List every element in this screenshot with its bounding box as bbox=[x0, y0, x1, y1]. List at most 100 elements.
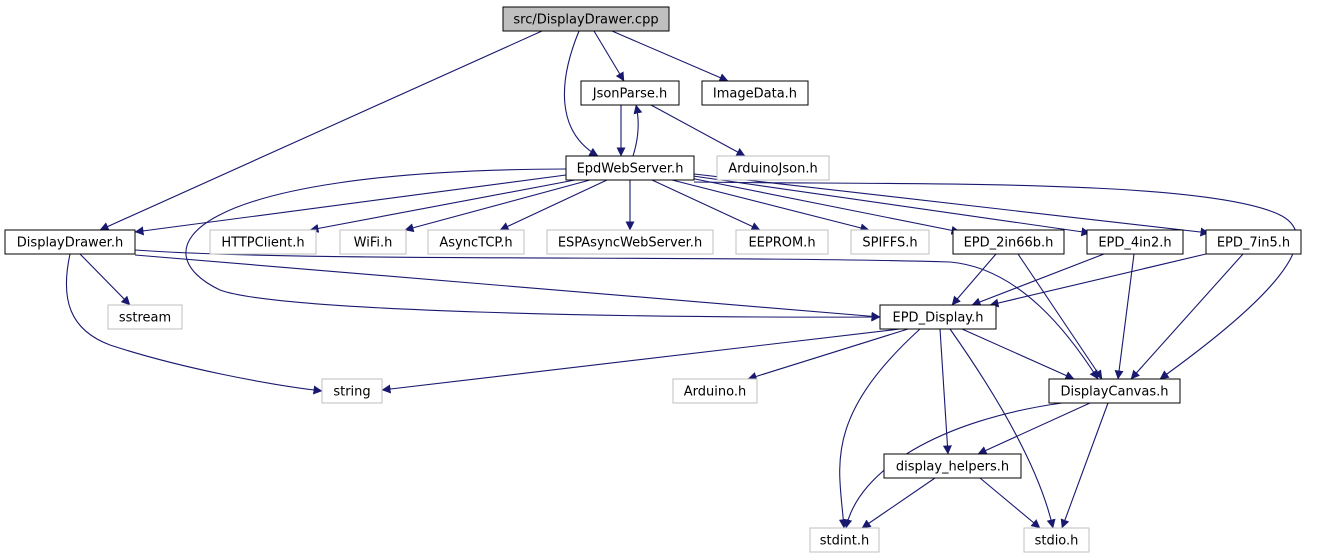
node-box bbox=[1205, 229, 1302, 255]
edge-epdwebserver-to-jsonparse bbox=[632, 104, 643, 157]
node-stdint: stdint.h bbox=[809, 527, 880, 553]
node-box bbox=[879, 304, 997, 330]
node-box bbox=[716, 155, 830, 181]
node-asynctcp: AsyncTCP.h bbox=[427, 229, 525, 255]
edge-epdwebserver-to-epd2in66b bbox=[689, 177, 961, 235]
node-label: WiFi.h bbox=[354, 236, 393, 251]
edge-root-to-imagedata bbox=[611, 30, 729, 82]
node-box bbox=[209, 229, 317, 255]
edge-root-to-epdwebserver bbox=[563, 30, 599, 157]
edge-displaydrawer-to-displaycanvas bbox=[134, 249, 1099, 380]
node-label: HTTPClient.h bbox=[221, 236, 304, 251]
node-label: EPD_Display.h bbox=[893, 311, 984, 326]
node-box bbox=[883, 453, 1022, 479]
node-label: display_helpers.h bbox=[896, 460, 1009, 475]
node-epddisplay[interactable]: EPD_Display.h bbox=[879, 304, 997, 330]
edge-displaycanvas-to-stdint bbox=[843, 402, 1063, 529]
node-epd2in66b[interactable]: EPD_2in66b.h bbox=[952, 229, 1065, 255]
edge-layer bbox=[65, 30, 1298, 529]
edge-epdwebserver-to-epd4in2 bbox=[692, 175, 1091, 237]
node-httpclient: HTTPClient.h bbox=[209, 229, 317, 255]
edge-epdwebserver-to-wifi bbox=[404, 179, 591, 233]
edge-epdwebserver-to-epddisplay bbox=[185, 168, 881, 322]
node-label: stdint.h bbox=[820, 534, 869, 549]
edge-epd2in66b-to-epddisplay bbox=[951, 253, 997, 306]
node-stdio: stdio.h bbox=[1023, 527, 1090, 553]
node-arduino: Arduino.h bbox=[672, 378, 758, 404]
node-label: EPD_2in66b.h bbox=[964, 236, 1054, 251]
edge-epdwebserver-to-asynctcp bbox=[499, 179, 608, 231]
node-string: string bbox=[321, 378, 383, 404]
node-displaycanvas[interactable]: DisplayCanvas.h bbox=[1048, 378, 1181, 404]
edge-displaydrawer-to-sstream bbox=[79, 253, 131, 306]
node-displaydrawer[interactable]: DisplayDrawer.h bbox=[4, 229, 136, 255]
edge-displayhelpers-to-stdint bbox=[861, 477, 936, 529]
node-box bbox=[672, 378, 758, 404]
node-box bbox=[701, 80, 809, 106]
node-label: sstream bbox=[119, 311, 171, 326]
edge-displaydrawer-to-string bbox=[65, 253, 323, 395]
node-box bbox=[339, 229, 407, 255]
node-label: string bbox=[333, 385, 370, 400]
edge-epd2in66b-to-displaycanvas bbox=[1017, 253, 1103, 380]
edge-epd7in5-to-displaycanvas bbox=[1130, 253, 1244, 380]
node-label: EPD_7in5.h bbox=[1217, 236, 1290, 251]
node-box bbox=[1048, 378, 1181, 404]
node-wifi: WiFi.h bbox=[339, 229, 407, 255]
node-label: DisplayDrawer.h bbox=[17, 236, 123, 251]
node-label: JsonParse.h bbox=[592, 87, 668, 102]
node-box bbox=[735, 229, 829, 255]
node-arduinojson: ArduinoJson.h bbox=[716, 155, 830, 181]
node-label: AsyncTCP.h bbox=[439, 236, 512, 251]
node-sstream: sstream bbox=[107, 304, 183, 330]
edge-epddisplay-to-displaycanvas bbox=[961, 328, 1075, 380]
edge-epddisplay-to-stdio bbox=[949, 328, 1056, 529]
node-box bbox=[850, 229, 930, 255]
edge-epd4in2-to-epddisplay bbox=[971, 253, 1105, 307]
edge-epdwebserver-to-spiffs bbox=[671, 179, 870, 233]
node-label: ESPAsyncWebServer.h bbox=[558, 236, 702, 251]
node-label: ImageData.h bbox=[713, 87, 797, 102]
node-epdwebserver[interactable]: EpdWebServer.h bbox=[565, 155, 695, 181]
node-box bbox=[502, 6, 670, 32]
edge-jsonparse-to-arduinojson bbox=[650, 104, 746, 157]
node-box bbox=[427, 229, 525, 255]
node-spiffs: SPIFFS.h bbox=[850, 229, 930, 255]
node-displayhelpers[interactable]: display_helpers.h bbox=[883, 453, 1022, 479]
edge-epddisplay-to-stdint bbox=[838, 328, 921, 529]
edge-root-to-displaydrawer bbox=[99, 30, 543, 231]
node-box bbox=[321, 378, 383, 404]
node-label: ArduinoJson.h bbox=[728, 162, 817, 177]
edge-epd4in2-to-displaycanvas bbox=[1114, 253, 1135, 380]
edge-displaycanvas-to-displayhelpers bbox=[977, 402, 1091, 455]
node-box bbox=[546, 229, 714, 255]
edge-displayhelpers-to-stdio bbox=[979, 477, 1041, 529]
node-box bbox=[580, 80, 680, 106]
node-epd4in2[interactable]: EPD_4in2.h bbox=[1086, 229, 1184, 255]
node-label: EpdWebServer.h bbox=[577, 162, 684, 177]
edge-epdwebserver-to-httpclient bbox=[309, 179, 576, 233]
node-jsonparse[interactable]: JsonParse.h bbox=[580, 80, 680, 106]
edge-epdwebserver-to-epd7in5 bbox=[693, 173, 1210, 237]
node-imagedata[interactable]: ImageData.h bbox=[701, 80, 809, 106]
edge-epddisplay-to-string bbox=[381, 328, 901, 394]
edge-epdwebserver-to-displaycanvas bbox=[693, 181, 1298, 380]
node-epd7in5[interactable]: EPD_7in5.h bbox=[1205, 229, 1302, 255]
node-label: src/DisplayDrawer.cpp bbox=[513, 13, 658, 28]
edge-epdwebserver-to-eeprom bbox=[651, 179, 761, 231]
node-box bbox=[952, 229, 1065, 255]
node-label: stdio.h bbox=[1035, 534, 1079, 549]
edge-root-to-jsonparse bbox=[593, 30, 625, 82]
node-box bbox=[1023, 527, 1090, 553]
node-eeprom: EEPROM.h bbox=[735, 229, 829, 255]
edge-epd7in5-to-epddisplay bbox=[989, 253, 1207, 308]
edge-displaycanvas-to-stdio bbox=[1060, 402, 1109, 529]
node-label: EEPROM.h bbox=[748, 236, 815, 251]
node-label: EPD_4in2.h bbox=[1098, 236, 1171, 251]
node-label: SPIFFS.h bbox=[862, 236, 917, 251]
node-root[interactable]: src/DisplayDrawer.cpp bbox=[502, 6, 670, 32]
node-label: DisplayCanvas.h bbox=[1060, 385, 1168, 400]
node-espasync: ESPAsyncWebServer.h bbox=[546, 229, 714, 255]
